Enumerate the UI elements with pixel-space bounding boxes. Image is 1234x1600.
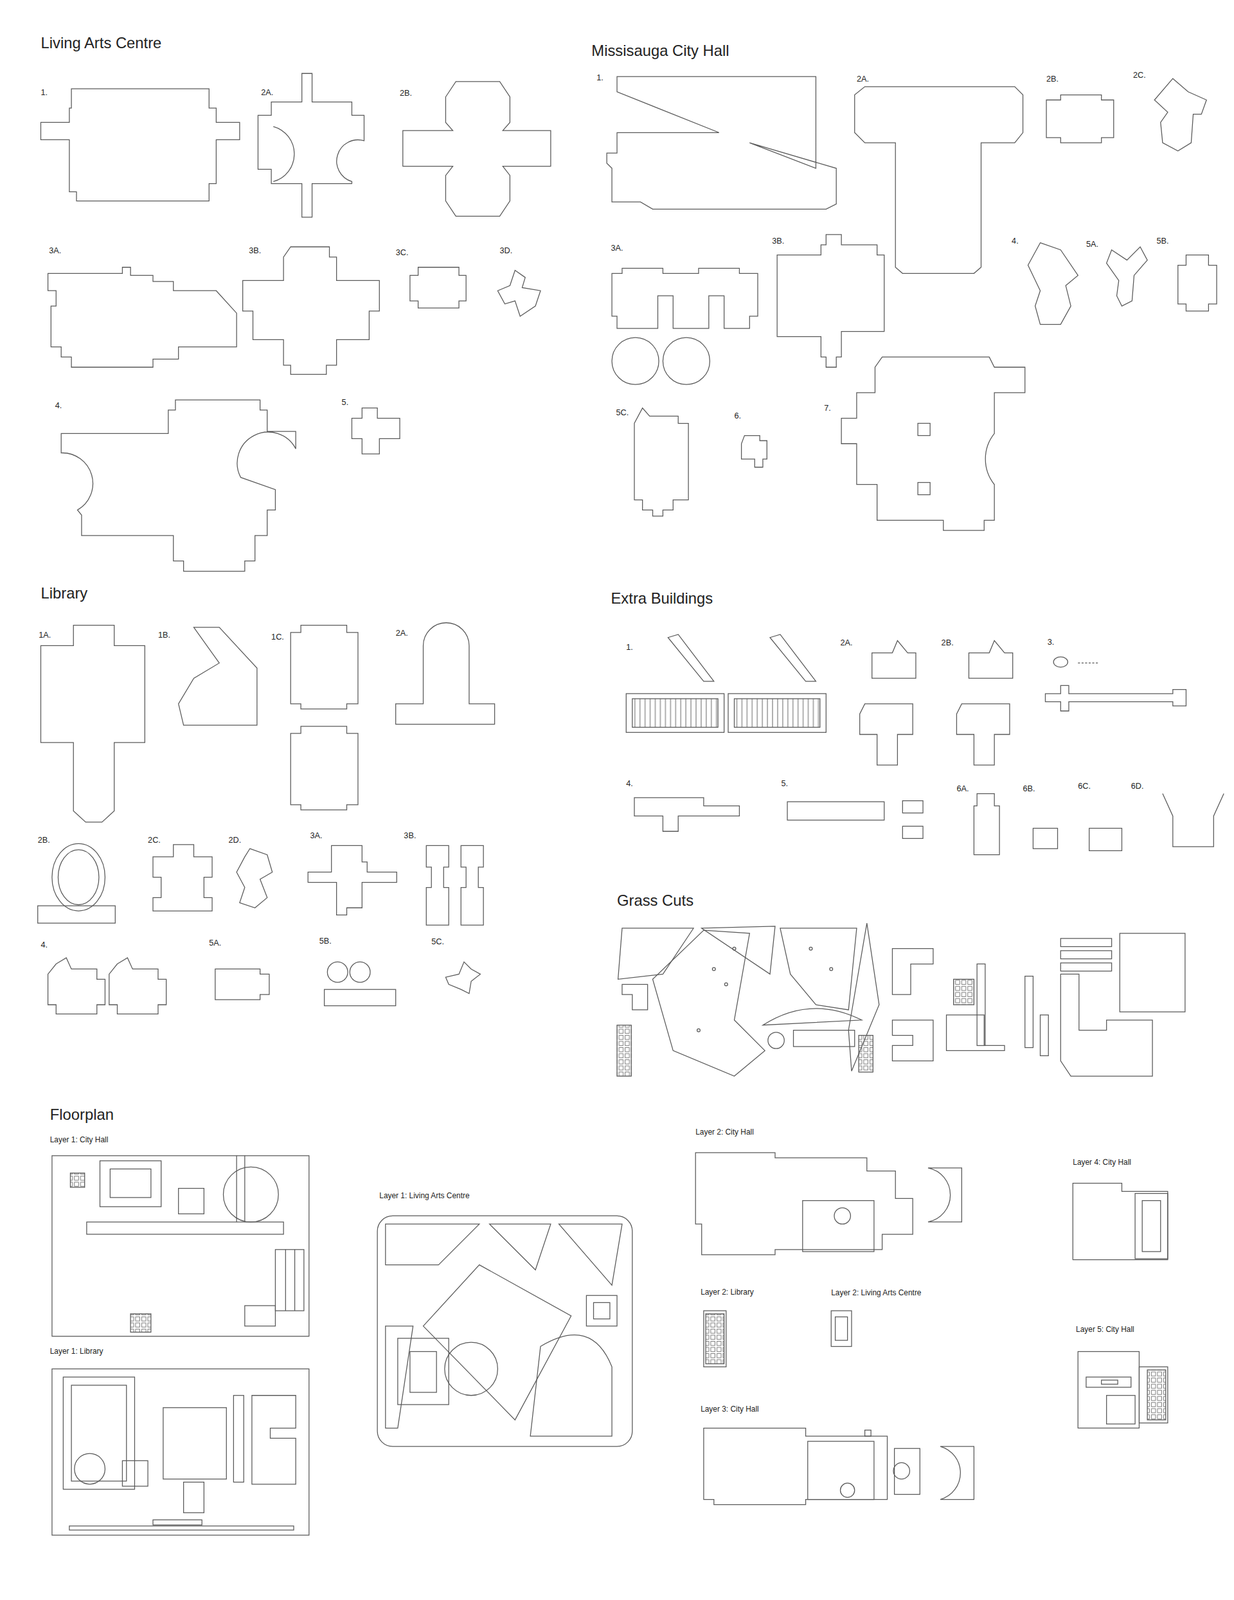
part-number: 3. xyxy=(1047,637,1055,648)
part-number: 4. xyxy=(40,940,48,950)
part-number: 2B. xyxy=(941,638,954,648)
part-number: 3B. xyxy=(771,236,785,247)
part-number: 5. xyxy=(780,778,788,789)
layer-label: Layer 3: City Hall xyxy=(700,1405,760,1415)
section-heading: Floorplan xyxy=(50,1105,114,1123)
part-number: 2D. xyxy=(228,835,242,846)
part-number: 4. xyxy=(55,401,63,411)
part-number: 3D. xyxy=(500,245,513,256)
section-heading: Missisauga City Hall xyxy=(591,41,729,60)
part-number: 6D. xyxy=(1131,780,1145,791)
section-heading: Grass Cuts xyxy=(617,891,694,909)
layer-label: Layer 1: Library xyxy=(50,1347,104,1357)
part-number: 5B. xyxy=(319,936,332,947)
section-heading: Extra Buildings xyxy=(610,589,713,607)
part-number: 1. xyxy=(40,87,48,98)
part-number: 1C. xyxy=(271,632,285,643)
layer-label: Layer 2: Library xyxy=(700,1287,754,1297)
layer-label: Layer 1: City Hall xyxy=(50,1136,109,1146)
part-number: 3B. xyxy=(248,245,261,256)
part-number: 3A. xyxy=(610,243,623,254)
part-number: 5B. xyxy=(1156,236,1169,247)
part-number: 2B. xyxy=(1046,74,1059,85)
part-number: 2B. xyxy=(399,88,412,99)
layer-label: Layer 2: Living Arts Centre xyxy=(831,1289,922,1299)
part-number: 3A. xyxy=(309,831,322,841)
part-number: 5. xyxy=(341,397,349,408)
part-number: 2A. xyxy=(395,627,409,638)
part-number: 2C. xyxy=(147,835,161,846)
part-number: 6B. xyxy=(1023,784,1036,794)
part-number: 3B. xyxy=(403,831,416,841)
part-number: 2A. xyxy=(856,74,869,85)
part-number: 2A. xyxy=(260,87,274,98)
part-number: 4. xyxy=(625,778,634,789)
layer-label: Layer 4: City Hall xyxy=(1072,1158,1132,1168)
layer-label: Layer 5: City Hall xyxy=(1075,1325,1135,1335)
section-heading: Library xyxy=(40,584,88,602)
part-number: 5C. xyxy=(615,408,629,418)
part-number: 5A. xyxy=(208,938,222,948)
part-number: 3C. xyxy=(395,248,409,258)
layer-label: Layer 2: City Hall xyxy=(695,1127,754,1137)
part-number: 2C. xyxy=(1133,70,1146,80)
part-number: 6C. xyxy=(1077,780,1091,791)
section-heading: Living Arts Centre xyxy=(40,33,162,51)
part-number: 1A. xyxy=(38,630,51,641)
part-number: 6. xyxy=(733,410,742,421)
part-number: 2B. xyxy=(37,835,51,846)
part-number: 6A. xyxy=(956,784,969,794)
part-number: 1. xyxy=(625,642,634,653)
part-number: 1B. xyxy=(158,630,171,641)
layer-label: Layer 1: Living Arts Centre xyxy=(379,1192,470,1202)
part-number: 5A. xyxy=(1086,239,1099,250)
part-number: 2A. xyxy=(840,638,853,648)
part-number: 5C. xyxy=(431,937,445,947)
part-number: 3A. xyxy=(48,245,62,256)
part-number: 7. xyxy=(823,403,832,414)
part-number: 1. xyxy=(596,73,604,83)
part-number: 4. xyxy=(1011,236,1019,247)
